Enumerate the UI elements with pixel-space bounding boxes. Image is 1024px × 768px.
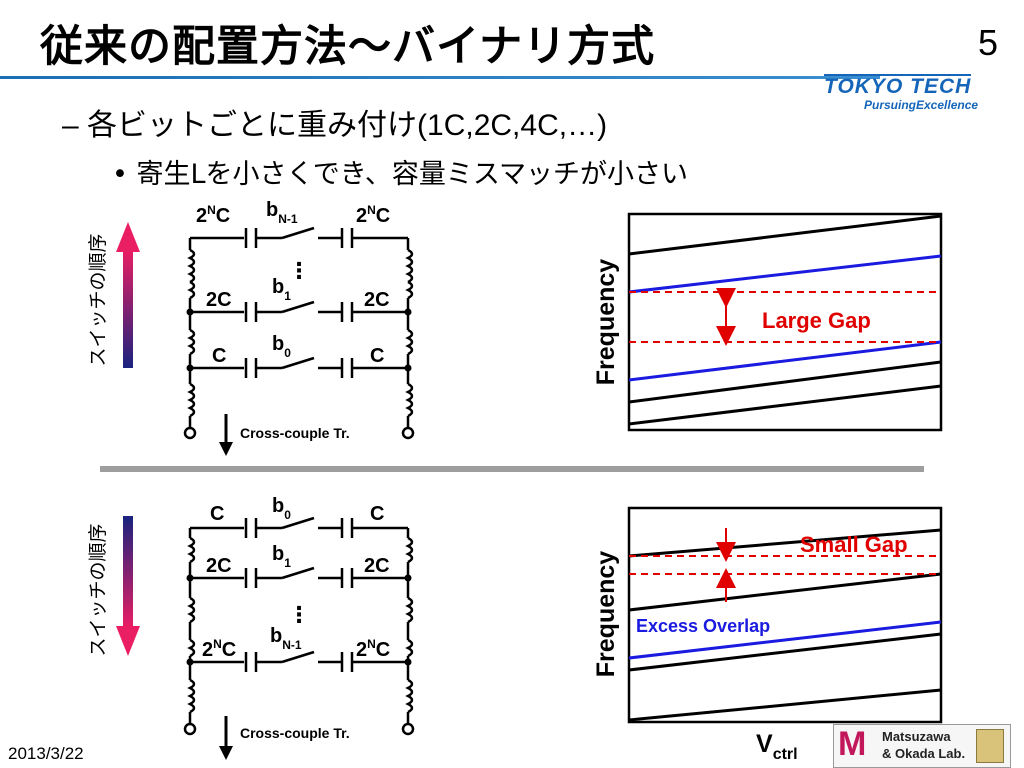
top-row2-right: 2C xyxy=(364,289,390,311)
top-row1-right: 2NC xyxy=(356,203,390,227)
building-icon xyxy=(976,729,1004,763)
bottom-chart-xlabel: Vctrl xyxy=(756,730,798,763)
bottom-row2-bit: b1 xyxy=(272,543,291,570)
bottom-row3-right: 2NC xyxy=(356,637,390,661)
slide-title: 従来の配置方法〜バイナリ方式 xyxy=(40,22,656,72)
bottom-switch-order-label: スイッチの順序 xyxy=(87,523,109,656)
top-row2-bit: b1 xyxy=(272,276,291,303)
top-row3-left: C xyxy=(212,345,226,367)
section-separator xyxy=(100,466,924,472)
lab-logo: M Matsuzawa & Okada Lab. xyxy=(833,724,1011,768)
top-row2-left: 2C xyxy=(206,289,232,311)
bottom-chart-overlap-annotation: Excess Overlap xyxy=(636,616,770,636)
top-row1-bit: bN-1 xyxy=(266,199,298,226)
lab-logo-text: Matsuzawa & Okada Lab. xyxy=(882,729,966,761)
bottom-switch-order-arrow xyxy=(116,516,140,656)
bottom-row2-left: 2C xyxy=(206,555,232,577)
bottom-row2-right: 2C xyxy=(364,555,390,577)
title-underline xyxy=(0,76,880,79)
lab-logo-mark: M xyxy=(838,725,867,763)
bottom-row1-right: C xyxy=(370,503,384,525)
bottom-row1-left: C xyxy=(210,503,224,525)
top-chart xyxy=(627,212,943,432)
top-row3-bit: b0 xyxy=(272,333,291,360)
top-cross-couple-label: Cross-couple Tr. xyxy=(240,425,350,441)
top-switch-order-label: スイッチの順序 xyxy=(87,233,109,366)
logo-main-text: TOKYO TECH xyxy=(824,74,972,98)
tokyo-tech-logo: TOKYO TECH PursuingExcellence xyxy=(824,74,1014,112)
bullet-level2: • 寄生Lを小さくでき、容量ミスマッチが小さい xyxy=(112,159,689,190)
bottom-cross-couple-label: Cross-couple Tr. xyxy=(240,725,350,741)
bottom-chart-ylabel: Frequency xyxy=(592,551,620,678)
bottom-row3-bit: bN-1 xyxy=(270,625,302,652)
top-down-arrow xyxy=(219,414,233,456)
slide-date: 2013/3/22 xyxy=(8,744,84,763)
top-row1-left: 2NC xyxy=(196,203,230,227)
bottom-row1-bit: b0 xyxy=(272,495,291,522)
page-number: 5 xyxy=(977,22,998,63)
bottom-down-arrow xyxy=(219,716,233,760)
top-chart-annotation: Large Gap xyxy=(762,308,871,333)
top-chart-ylabel: Frequency xyxy=(592,259,620,386)
top-row3-right: C xyxy=(370,345,384,367)
bottom-chart-gap-annotation: Small Gap xyxy=(800,532,908,557)
top-switch-order-arrow xyxy=(116,222,140,368)
bottom-row3-left: 2NC xyxy=(202,637,236,661)
bottom-chart xyxy=(627,506,943,724)
bottom-ellipsis: ⋮ xyxy=(288,602,310,627)
top-circuit xyxy=(183,226,415,440)
logo-sub-text: PursuingExcellence xyxy=(864,98,979,112)
top-ellipsis: ⋮ xyxy=(288,258,310,283)
bullet-level1: – 各ビットごとに重み付け(1C,2C,4C,…) xyxy=(62,109,608,142)
